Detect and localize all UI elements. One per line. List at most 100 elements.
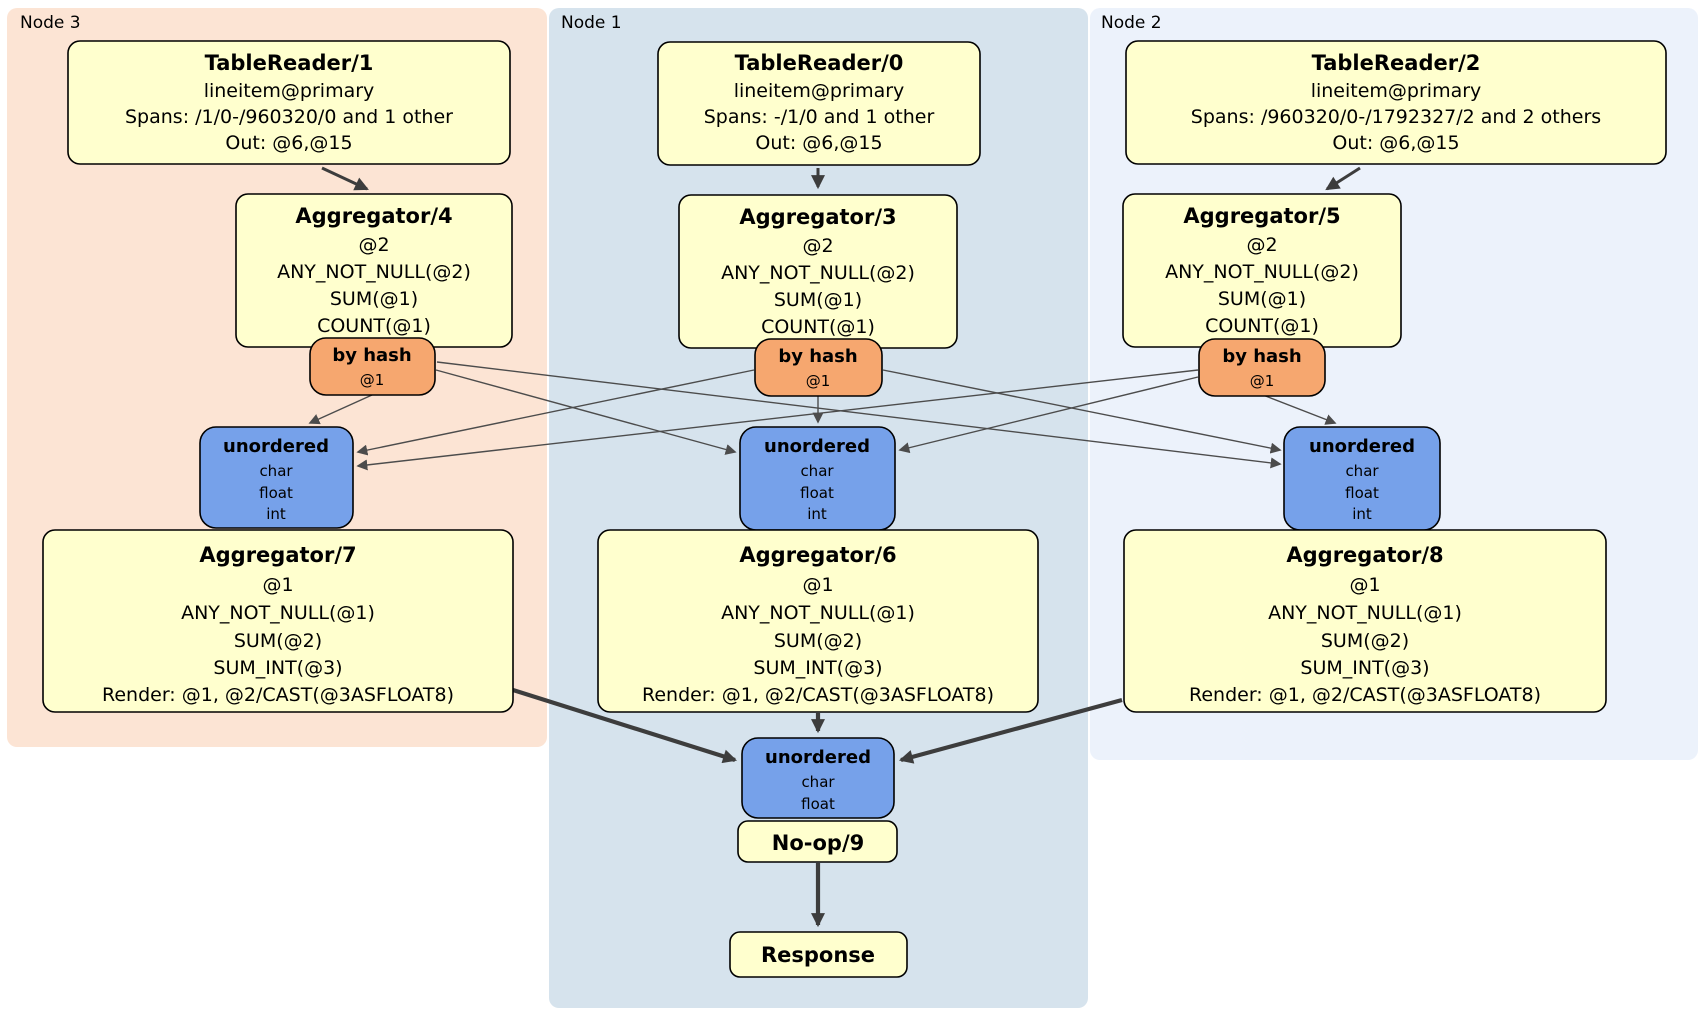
edge-router2-sync1 [898,376,1199,454]
edge-router1-sync3 [356,369,755,456]
node2-aggregator-bottom-line: @1 [1349,574,1380,596]
edge-router3-sync3 [308,394,373,425]
node2-hash-router: by hash @1 [1198,338,1326,397]
node2-aggregator-bottom-line: ANY_NOT_NULL(@1) [1268,602,1462,624]
node1-aggregator-bottom-line: SUM(@2) [774,630,862,652]
node1-aggregator-top-line: SUM(@1) [774,289,862,311]
node2-aggregator-bottom-rect [1123,529,1607,713]
node3-aggregator-top-line: COUNT(@1) [317,315,431,337]
node3-unordered-sync-line: char [259,462,293,480]
node3-aggregator-bottom-line: Render: @1, @2/CAST(@3ASFLOAT8) [102,684,454,706]
node1-aggregator-bottom-line: ANY_NOT_NULL(@1) [721,602,915,624]
node1-unordered-sync: unordered char float int [739,426,896,531]
node3-hash-router: by hash @1 [309,337,436,396]
node3-tablereader-line: Out: @6,@15 [225,132,352,154]
node3-unordered-sync: unordered char float int [199,426,354,529]
node2-tablereader-line: lineitem@primary [1311,80,1482,102]
node3-unordered-sync-line: int [266,505,286,523]
edge-router2-sync2 [1262,394,1337,425]
node3-aggregator-bottom-box: Aggregator/7 @1 ANY_NOT_NULL(@1) SUM(@2)… [42,529,514,713]
node2-aggregator-top-line: ANY_NOT_NULL(@2) [1165,261,1359,283]
node3-hash-router-rect [309,337,436,396]
node1-unordered-sync-line: int [807,505,827,523]
node2-aggregator-top-title: Aggregator/5 [1183,204,1340,228]
node2-tablereader-rect [1125,40,1667,165]
node2-unordered-sync-line: int [1352,505,1372,523]
output-unordered-sync-rect [741,737,895,819]
output-unordered-sync: unordered char float [741,737,895,819]
node1-tablereader-line: lineitem@primary [734,80,905,102]
noop-title: No-op/9 [772,831,864,855]
node1-label: Node 1 [561,13,622,33]
node3-aggregator-bottom-line: SUM(@2) [234,630,322,652]
node3-aggregator-bottom-line: SUM_INT(@3) [213,657,342,679]
node1-hash-router-title: by hash [778,346,857,367]
node2-aggregator-top-line: COUNT(@1) [1205,315,1319,337]
node1-aggregator-bottom-line: @1 [802,574,833,596]
node1-tablereader-title: TableReader/0 [735,51,904,75]
noop-box: No-op/9 [737,820,898,863]
node2-aggregator-top-line: SUM(@1) [1218,288,1306,310]
node2-aggregator-top-box: Aggregator/5 @2 ANY_NOT_NULL(@2) SUM(@1)… [1122,193,1402,348]
edge-router3-sync1 [435,369,737,455]
node3-hash-router-detail: @1 [360,371,385,389]
node3-aggregator-top-box: Aggregator/4 @2 ANY_NOT_NULL(@2) SUM(@1)… [235,193,513,348]
node2-aggregator-bottom-box: Aggregator/8 @1 ANY_NOT_NULL(@1) SUM(@2)… [1123,529,1607,713]
node3-aggregator-bottom-title: Aggregator/7 [199,543,356,567]
node2-unordered-sync-line: char [1345,462,1379,480]
response-title: Response [761,943,875,967]
node2-aggregator-bottom-line: SUM(@2) [1321,630,1409,652]
node3-aggregator-bottom-line: ANY_NOT_NULL(@1) [181,602,375,624]
node1-aggregator-bottom-line: Render: @1, @2/CAST(@3ASFLOAT8) [642,684,994,706]
node2-hash-router-title: by hash [1222,346,1301,367]
edge-router3-sync2 [436,361,1282,469]
node3-hash-router-title: by hash [332,345,411,366]
edge-router1-sync2 [882,369,1282,454]
node3-unordered-sync-line: float [259,484,293,502]
noop-rect [737,820,898,863]
node1-aggregator-bottom-title: Aggregator/6 [739,543,896,567]
node1-aggregator-top-box: Aggregator/3 @2 ANY_NOT_NULL(@2) SUM(@1)… [678,194,958,349]
node1-aggregator-bottom-rect [597,529,1039,713]
node2-tablereader-box: TableReader/2 lineitem@primary Spans: /9… [1125,40,1667,165]
node1-hash-router-rect [754,338,883,397]
node2-tablereader-line: Spans: /960320/0-/1792327/2 and 2 others [1191,106,1601,128]
node3-aggregator-top-line: SUM(@1) [330,288,418,310]
node1-tablereader-rect [657,41,981,166]
node1-aggregator-bottom-box: Aggregator/6 @1 ANY_NOT_NULL(@1) SUM(@2)… [597,529,1039,713]
node1-aggregator-top-line: @2 [802,235,833,257]
response-rect [729,931,908,978]
node2-aggregator-bottom-line: SUM_INT(@3) [1300,657,1429,679]
node2-hash-router-rect [1198,338,1326,397]
node3-tablereader-title: TableReader/1 [205,51,374,75]
edge-router2-sync3 [356,369,1199,471]
node2-unordered-sync-title: unordered [1309,436,1415,457]
node3-aggregator-bottom-line: @1 [262,574,293,596]
node3-tablereader-line: lineitem@primary [204,80,375,102]
node1-hash-router: by hash @1 [754,338,883,397]
node1-tablereader-line: Out: @6,@15 [755,132,882,154]
edge-aggregator7-output-sync [512,687,738,764]
node3-tablereader-box: TableReader/1 lineitem@primary Spans: /1… [67,40,511,165]
node3-aggregator-bottom-rect [42,529,514,713]
edge-tablereader2-aggregator5 [1325,166,1361,191]
edge-aggregator8-output-sync [898,697,1123,764]
node1-unordered-sync-line: char [800,462,834,480]
edge-tablereader1-aggregator4 [321,166,369,191]
node2-hash-router-detail: @1 [1250,372,1275,390]
node3-aggregator-top-title: Aggregator/4 [295,204,452,228]
node3-unordered-sync-title: unordered [223,436,329,457]
node3-aggregator-top-line: ANY_NOT_NULL(@2) [277,261,471,283]
response-box: Response [729,931,908,978]
node1-hash-router-detail: @1 [806,372,831,390]
node2-aggregator-bottom-line: Render: @1, @2/CAST(@3ASFLOAT8) [1189,684,1541,706]
output-unordered-sync-title: unordered [765,747,871,768]
node1-aggregator-bottom-line: SUM_INT(@3) [753,657,882,679]
node3-unordered-sync-rect [199,426,354,529]
node2-tablereader-title: TableReader/2 [1312,51,1481,75]
node3-tablereader-rect [67,40,511,165]
node2-label: Node 2 [1101,13,1162,33]
node2-aggregator-top-line: @2 [1246,234,1277,256]
